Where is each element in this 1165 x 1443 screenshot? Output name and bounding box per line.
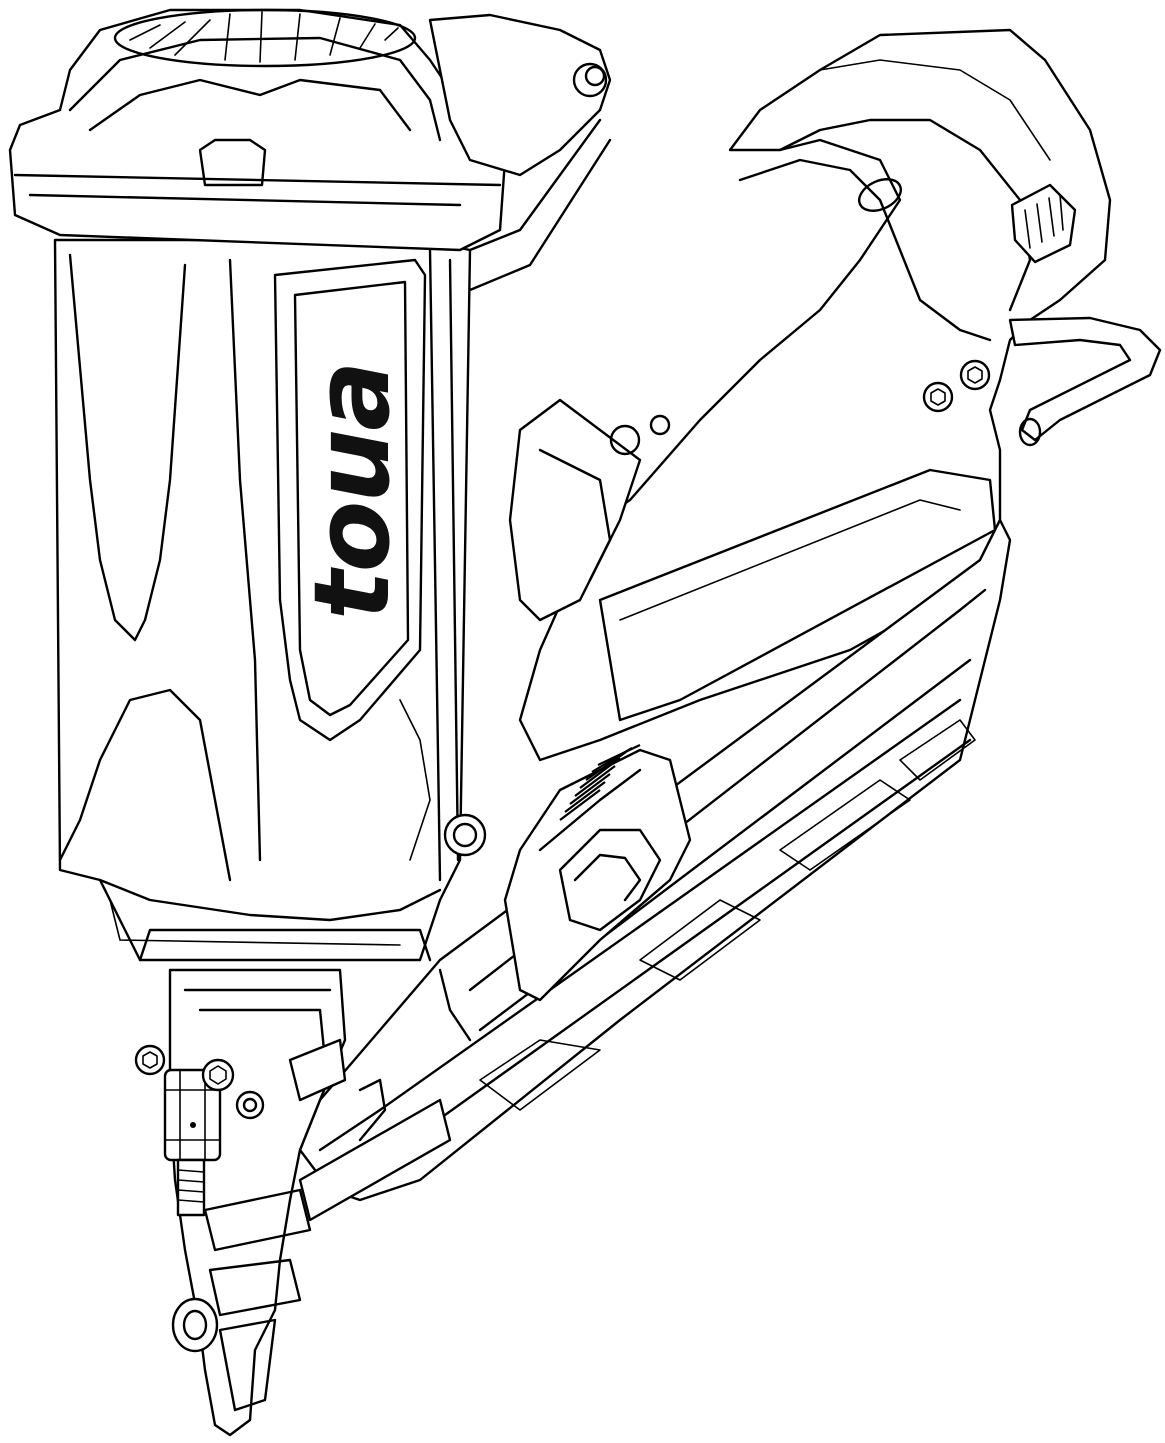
contact-arm-eyelet — [171, 1297, 219, 1353]
motor-housing: toua — [53, 238, 487, 962]
latch-grip-ridges — [559, 744, 641, 821]
magazine-pusher-latch[interactable] — [503, 744, 692, 1002]
handle-grip-pad — [1010, 183, 1077, 264]
hex-screw-icon — [959, 359, 991, 391]
hex-screw-icon — [922, 381, 954, 413]
hex-screw-icon — [134, 1044, 166, 1076]
vent-grille — [113, 8, 417, 68]
brand-logo-icon: toua — [291, 363, 413, 620]
hex-screw-icon — [201, 1058, 235, 1092]
depth-adjust-wheel[interactable] — [163, 1068, 222, 1162]
brand-logo-text: toua — [291, 363, 413, 620]
trigger[interactable] — [508, 398, 671, 622]
threaded-rod — [176, 1158, 206, 1217]
logo-panel — [273, 258, 427, 742]
rafter-hook — [1008, 316, 1162, 447]
housing-screw-icon — [443, 813, 487, 857]
nose-screw-icon — [235, 1090, 265, 1120]
handle-assembly — [518, 28, 1162, 762]
nose-assembly — [134, 968, 452, 1437]
top-cap — [8, 8, 612, 292]
